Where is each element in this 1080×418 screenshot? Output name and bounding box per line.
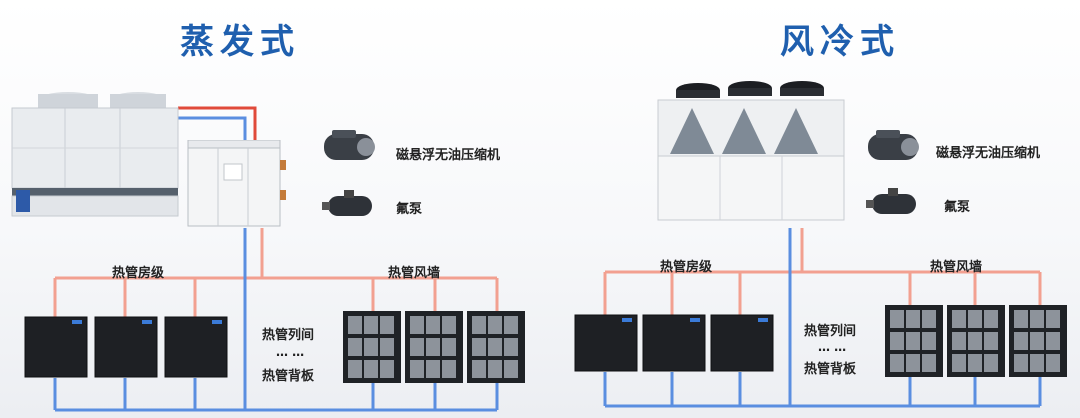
right-room-level-label: 热管房级 (660, 260, 713, 275)
right-fan-wall-unit (947, 305, 1005, 377)
evaporative-title: 蒸发式 (180, 22, 300, 62)
right-compressor-icon (868, 130, 919, 160)
left-return-pipe-top (178, 116, 247, 148)
right-wall-label: 热管风墙 (930, 260, 983, 275)
air-cooled-title: 风冷式 (780, 22, 900, 62)
right-fluorine-pump-icon (866, 188, 916, 214)
right-room-unit (574, 314, 638, 372)
right-room-unit (710, 314, 774, 372)
left-compressor-label: 磁悬浮无油压缩机 (396, 148, 501, 163)
right-row-level-label: 热管列间 (804, 324, 857, 339)
left-supply-pipe (178, 106, 257, 148)
left-room-unit (94, 316, 158, 378)
left-room-level-label: 热管房级 (112, 266, 165, 281)
left-fan-wall-unit (467, 311, 525, 383)
right-room-unit (642, 314, 706, 372)
left-fluorine-pump-icon (322, 190, 372, 216)
left-row-level-label: 热管列间 (262, 328, 315, 343)
right-compressor-label: 磁悬浮无油压缩机 (936, 146, 1041, 161)
right-pump-label: 氟泵 (944, 200, 971, 215)
left-room-unit (24, 316, 88, 378)
right-backplate-label: 热管背板 (804, 362, 857, 377)
air-cooled-chiller (657, 81, 845, 221)
right-dots: … … (818, 340, 847, 354)
left-compressor-icon (324, 130, 375, 160)
left-backplate-label: 热管背板 (262, 369, 315, 384)
right-fan-wall-unit (885, 305, 943, 377)
left-room-unit (164, 316, 228, 378)
left-pump-unit (187, 140, 286, 227)
left-dots: … … (276, 345, 305, 359)
left-pump-label: 氟泵 (396, 202, 423, 217)
evaporative-cooling-tower (11, 92, 179, 217)
left-fan-wall-unit (343, 311, 401, 383)
left-wall-label: 热管风墙 (388, 266, 441, 281)
right-fan-wall-unit (1009, 305, 1067, 377)
left-fan-wall-unit (405, 311, 463, 383)
